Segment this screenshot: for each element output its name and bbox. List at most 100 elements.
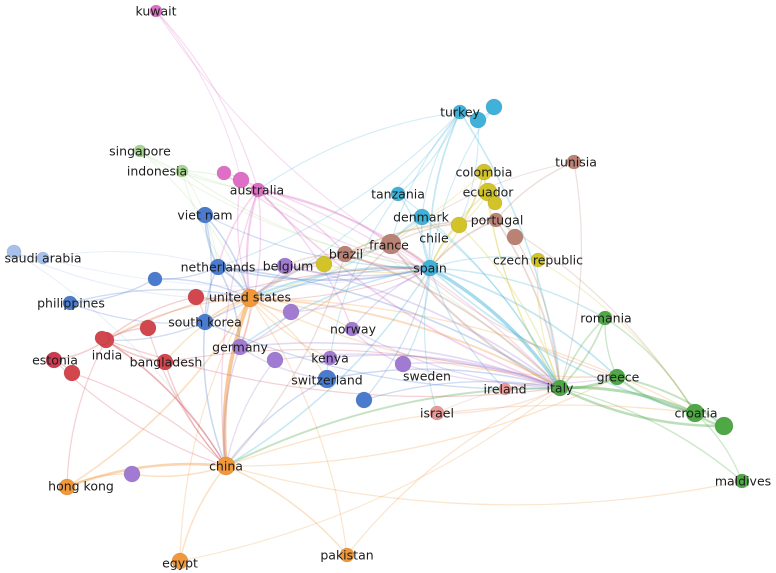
edge-romania-croatia (604, 317, 696, 414)
node-pakistan[interactable] (339, 547, 355, 563)
node-maldives[interactable] (734, 473, 750, 489)
node-yellow-b[interactable] (487, 195, 503, 211)
node-blue-c[interactable] (355, 391, 373, 409)
label-belgium: belgium (263, 259, 314, 274)
edge-kuwait-australia (155, 10, 259, 191)
edge-china-croatia (225, 404, 696, 467)
edge-united_states-switzerland (249, 297, 328, 380)
edge-united_states-hong_kong (66, 297, 251, 488)
node-turkey[interactable] (452, 104, 468, 120)
node-switzerland[interactable] (317, 369, 337, 389)
edge-red_b-china (101, 337, 227, 467)
node-israel[interactable] (429, 405, 445, 421)
node-purple-c[interactable] (123, 465, 141, 483)
node-blue-b[interactable] (147, 271, 163, 287)
node-colombia[interactable] (475, 163, 493, 181)
node-lightblue-b[interactable] (36, 251, 50, 265)
node-portugal[interactable] (488, 212, 504, 228)
node-tanzania[interactable] (390, 186, 406, 202)
edge-lightblue_b-netherlands (42, 251, 219, 268)
node-spain[interactable] (421, 259, 439, 277)
node-purple-a[interactable] (282, 303, 300, 321)
edge-australia-spain (257, 189, 431, 269)
node-indonesia[interactable] (175, 164, 189, 178)
node-france[interactable] (380, 233, 402, 255)
node-yellow-c[interactable] (315, 255, 333, 273)
edge-italy-maldives (559, 387, 743, 482)
edge-red_a-spain (195, 267, 431, 301)
node-brazil[interactable] (336, 245, 354, 263)
label-colombia: colombia (456, 165, 513, 180)
node-green-b[interactable] (714, 416, 734, 436)
edge-portugal-croatia (495, 219, 696, 414)
node-turkey-c[interactable] (469, 111, 487, 129)
node-croatia[interactable] (685, 403, 705, 423)
label-south-korea: south korea (168, 315, 242, 330)
node-china[interactable] (216, 456, 236, 476)
node-pink-b[interactable] (232, 171, 250, 189)
edge-australia-france (257, 189, 392, 245)
label-estonia: estonia (32, 353, 78, 368)
node-pink-a[interactable] (216, 165, 232, 181)
edge-australia-italy (257, 189, 561, 389)
edge-indonesia-united_states (181, 170, 251, 299)
node-singapore[interactable] (133, 144, 147, 158)
label-tanzania: tanzania (371, 187, 425, 202)
node-italy[interactable] (551, 379, 569, 397)
node-kenya[interactable] (322, 350, 338, 366)
node-turkey-b[interactable] (485, 98, 503, 116)
label-netherlands: netherlands (181, 260, 256, 275)
edge-egypt-italy (179, 387, 561, 562)
label-kuwait: kuwait (135, 4, 176, 19)
node-greece[interactable] (608, 368, 626, 386)
label-ecuador: ecuador (463, 185, 515, 200)
node-red-d[interactable] (63, 364, 81, 382)
node-saudi-arabia[interactable] (6, 244, 22, 260)
node-philippines[interactable] (62, 295, 78, 311)
node-germany[interactable] (231, 338, 249, 356)
node-netherlands[interactable] (209, 258, 227, 276)
node-kuwait[interactable] (149, 4, 163, 18)
node-norway[interactable] (344, 321, 360, 337)
edge-india-china (105, 339, 227, 467)
node-chile[interactable] (450, 216, 468, 234)
edge-china-hong_kong (66, 462, 227, 489)
node-red-a[interactable] (187, 288, 205, 306)
node-belgium[interactable] (276, 257, 294, 275)
node-viet-nam[interactable] (196, 206, 214, 224)
node-tunisia[interactable] (566, 154, 582, 170)
node-bangladesh[interactable] (156, 353, 174, 371)
node-australia[interactable] (250, 182, 266, 198)
edge-france-italy (390, 243, 561, 389)
node-romania[interactable] (597, 310, 613, 326)
node-estonia[interactable] (45, 351, 63, 369)
label-china: china (209, 459, 243, 474)
node-ireland[interactable] (498, 382, 512, 396)
edge-tunisia-france (390, 161, 575, 245)
edge-czech_republic-italy (536, 259, 561, 389)
edge-turkey-italy (459, 111, 561, 389)
edge-germany-china (223, 346, 241, 467)
edge-blue_c-spain (363, 267, 431, 401)
label-maldives: maldives (715, 474, 771, 489)
edge-australia-norway (257, 189, 353, 330)
node-united-states[interactable] (240, 288, 260, 308)
node-brown-b[interactable] (506, 228, 524, 246)
edge-spain-ireland (429, 267, 506, 390)
edge-switzerland-china (225, 378, 328, 467)
node-denmark[interactable] (413, 208, 431, 226)
node-red-c[interactable] (139, 319, 157, 337)
node-purple-b[interactable] (266, 351, 284, 369)
node-south-korea[interactable] (196, 313, 214, 331)
edge-united_states-italy (249, 297, 561, 389)
node-red-b[interactable] (94, 330, 110, 346)
label-kenya: kenya (311, 351, 348, 366)
edge-brazil-italy (344, 253, 561, 389)
node-sweden[interactable] (394, 355, 412, 373)
node-egypt[interactable] (171, 552, 189, 570)
node-czech-republic[interactable] (530, 252, 546, 268)
label-germany: germany (212, 340, 268, 355)
label-italy: italy (547, 381, 575, 396)
node-hong-kong[interactable] (58, 478, 76, 496)
